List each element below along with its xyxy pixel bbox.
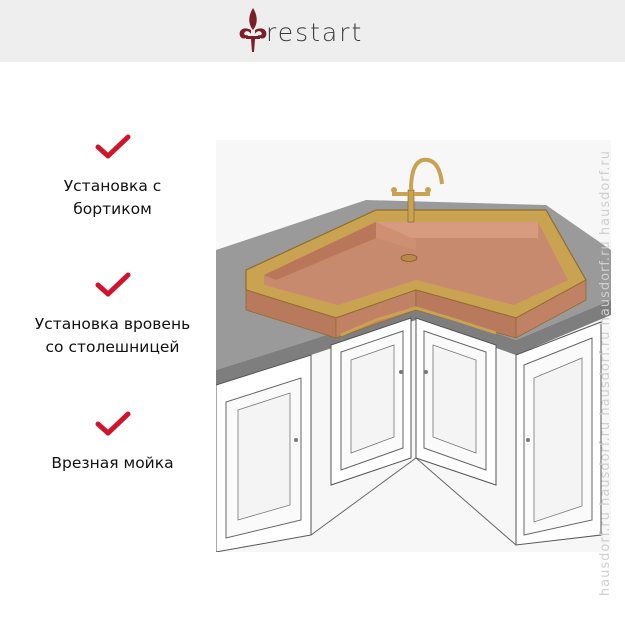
check-icon: [95, 411, 130, 436]
check-icon: [95, 134, 130, 159]
logo-text: restart: [266, 18, 364, 47]
cabinet-center-left: [330, 317, 412, 486]
cabinet-right: [515, 321, 602, 546]
check-icon: [95, 272, 130, 297]
fleur-de-lis-icon: [239, 8, 267, 52]
corner-sink-illustration: [216, 140, 611, 552]
cabinet-center-right: [415, 317, 497, 486]
cabinet-left: [216, 354, 312, 552]
faucet-icon: [391, 157, 444, 223]
header-bar: restart: [0, 0, 625, 62]
brand-logo[interactable]: restart: [236, 6, 396, 56]
feature-label: Врезная мойка: [51, 454, 174, 472]
feature-item: Врезная мойка: [0, 410, 225, 475]
watermark-text: hausdorf.ru hausdorf.ru hausdorf.ru haus…: [598, 150, 613, 597]
watermark: hausdorf.ru hausdorf.ru hausdorf.ru haus…: [598, 150, 620, 610]
